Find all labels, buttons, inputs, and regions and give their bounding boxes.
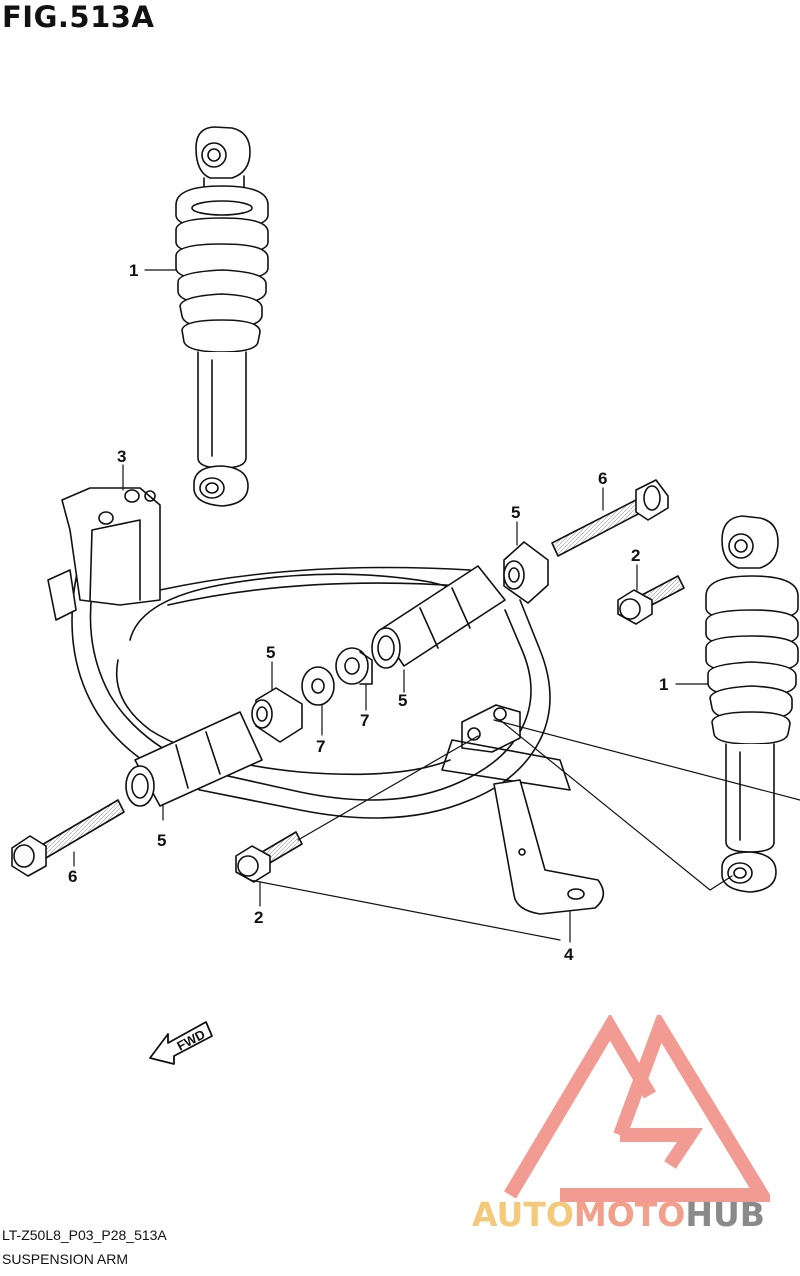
- collar-washer: [301, 666, 335, 706]
- bolt-long-upper: [551, 479, 669, 557]
- bushing-upper-right: [503, 541, 549, 604]
- bushing-mid: [251, 687, 303, 743]
- callout-5-mid: 5: [266, 643, 275, 662]
- callout-5-center: 5: [398, 691, 407, 710]
- collar-flanged: [335, 647, 373, 685]
- callout-4: 4: [564, 945, 574, 964]
- model-code: LT-Z50L8_P03_P28_513A: [2, 1227, 167, 1243]
- callout-2-lower: 2: [254, 908, 263, 927]
- callout-1-right: 1: [659, 675, 668, 694]
- callout-5-lower: 5: [157, 831, 166, 850]
- figure-title: FIG.513A: [2, 0, 155, 34]
- callout-6-upper: 6: [598, 469, 607, 488]
- bolt-short-right: [617, 575, 685, 625]
- shock-absorber-left: [175, 126, 269, 507]
- brand-auto: AUTO: [472, 1195, 574, 1234]
- bolt-short-lower: [235, 831, 303, 883]
- callout-7-right: 7: [360, 711, 369, 730]
- fwd-arrow-icon: [149, 1021, 213, 1065]
- leader-lines: [73, 269, 800, 943]
- lower-bracket: [493, 779, 605, 915]
- callout-7-left: 7: [316, 737, 325, 756]
- automotohub-logo-icon: [503, 1015, 770, 1202]
- callout-3: 3: [117, 447, 126, 466]
- fwd-label: FWD: [174, 1027, 207, 1054]
- bolt-long-lower: [11, 799, 125, 877]
- figure-name: SUSPENSION ARM: [2, 1251, 129, 1267]
- callout-6-lower: 6: [68, 867, 77, 886]
- brand-hub: HUB: [685, 1195, 765, 1234]
- callout-2-right: 2: [631, 546, 640, 565]
- automotohub-brand: AUTOMOTOHUB: [472, 1195, 765, 1234]
- brand-moto: MOTO: [573, 1195, 686, 1234]
- shock-absorber-right: [705, 515, 799, 893]
- callout-1-left: 1: [129, 261, 138, 280]
- suspension-arm: [47, 487, 571, 819]
- callout-5-upper: 5: [511, 503, 520, 522]
